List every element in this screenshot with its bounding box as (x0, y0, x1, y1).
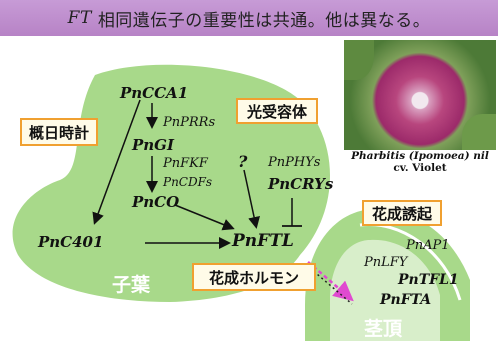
gene-pnprrs: PnPRRs (163, 115, 216, 130)
gene-pngi: PnGI (132, 136, 175, 154)
photo-leaf (462, 114, 496, 150)
caption-cultivar: cv. Violet (393, 162, 447, 174)
apex-inner (330, 239, 440, 341)
hormone-box: 花成ホルモン (192, 263, 316, 291)
gene-pnftl: PnFTL (232, 231, 294, 251)
clock-box: 概日時計 (20, 118, 98, 146)
gene-pnphys: PnPHYs (268, 155, 321, 170)
title-text: FT 相同遺伝子の重要性は共通。他は異なる。 (0, 0, 498, 36)
title-banner (0, 0, 498, 36)
gene-pnlfy: PnLFY (364, 255, 408, 270)
florigen-arrow-dark (309, 267, 353, 305)
gene-pntfl1: PnTFL1 (398, 272, 459, 288)
photo-leaf (344, 40, 374, 80)
gene-pnfkf: PnFKF (163, 156, 208, 171)
arrow-co-ftl (174, 204, 235, 231)
gene-pncca1: PnCCA1 (120, 84, 189, 102)
photo-caption: Pharbitis (Ipomoea) nil cv. Violet (344, 150, 496, 174)
unknown-factor: ? (238, 152, 248, 171)
arrow-unknown-ftl (243, 169, 260, 229)
gene-pnfta: PnFTA (380, 292, 432, 308)
title-italic-ft: FT (67, 8, 92, 28)
gene-pncrys: PnCRYs (268, 175, 334, 193)
photoreceptor-box: 光受容体 (236, 98, 318, 124)
gene-pnap1: PnAP1 (406, 238, 450, 253)
gene-pncdfs: PnCDFs (163, 175, 213, 189)
arrow-cca1-c401 (92, 99, 141, 225)
cotyledon-label: 子葉 (112, 274, 151, 296)
caption-species: Pharbitis (Ipomoea) nil (351, 150, 489, 162)
gene-pnco: PnCO (132, 193, 180, 211)
apex-label: 茎頂 (364, 318, 403, 340)
gene-pnc401: PnC401 (38, 233, 104, 251)
morning-glory-photo (344, 40, 496, 150)
title-main: 相同遺伝子の重要性は共通。他は異なる。 (97, 10, 431, 31)
flowering-box: 花成誘起 (362, 200, 442, 226)
